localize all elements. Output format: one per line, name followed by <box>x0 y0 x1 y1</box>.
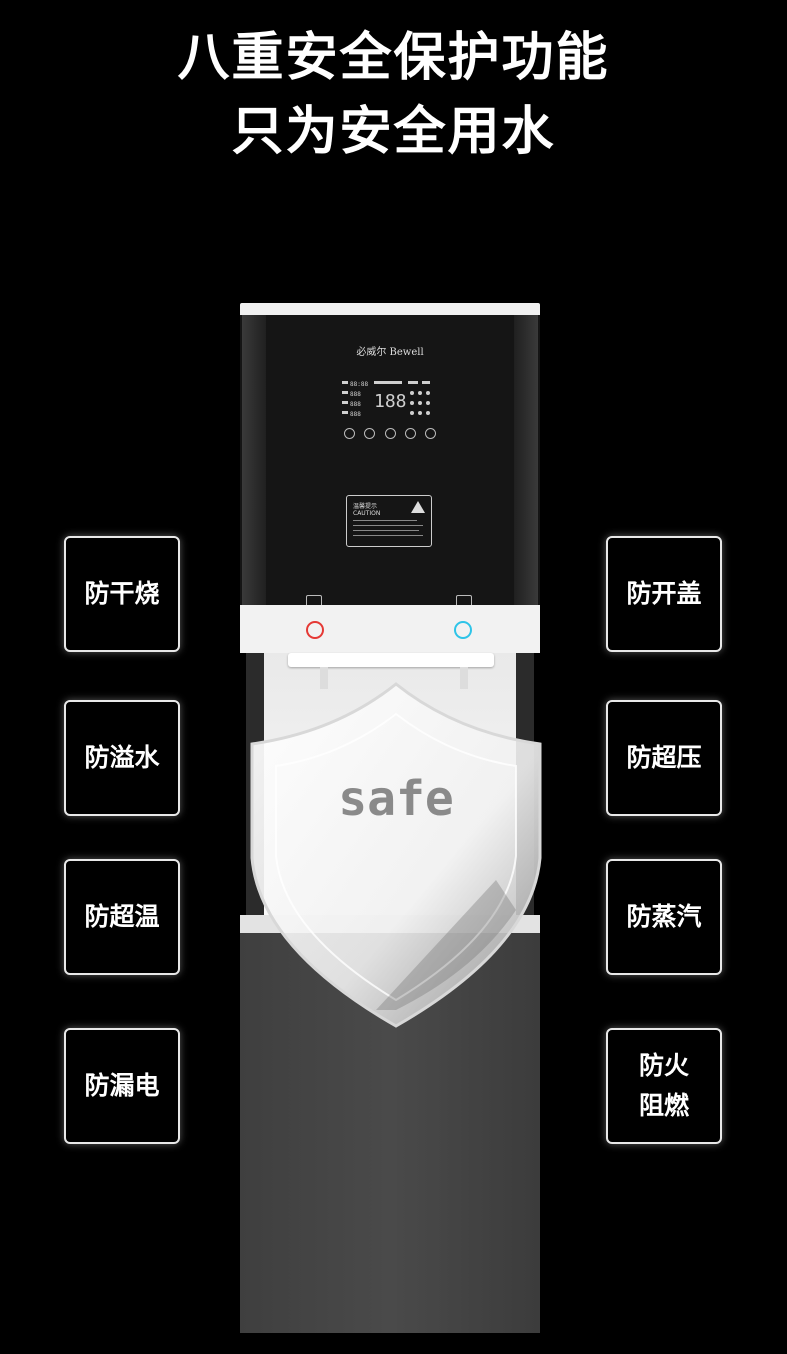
caution-title: 温馨提示 <box>353 503 378 510</box>
caution-label: 温馨提示 CAUTION <box>346 495 432 547</box>
feature-anti-overflow: 防溢水 <box>64 700 180 816</box>
touch-key-icon <box>344 428 355 439</box>
feature-anti-steam: 防蒸汽 <box>606 859 722 975</box>
feature-label: 防漏电 <box>84 1071 160 1100</box>
feature-label: 防开盖 <box>626 579 702 608</box>
caution-line <box>353 525 423 526</box>
dispenser-top-cap <box>240 303 540 315</box>
feature-anti-open-lid: 防开盖 <box>606 536 722 652</box>
caution-line <box>353 520 417 521</box>
lcd-display: 88:88 888 888 888 188 <box>342 381 430 418</box>
svg-text:888: 888 <box>350 401 361 408</box>
feature-anti-leakage: 防漏电 <box>64 1028 180 1144</box>
svg-text:888: 888 <box>350 411 361 418</box>
shield-icon: safe <box>250 682 542 1028</box>
touch-key-icon <box>364 428 376 439</box>
touch-key-icon <box>404 428 416 439</box>
caution-line <box>353 535 423 536</box>
headline-line-1: 八重安全保护功能 <box>177 28 610 88</box>
svg-text:188: 188 <box>374 391 407 412</box>
shield-text: safe <box>338 771 454 827</box>
feature-label: 防超温 <box>84 902 160 931</box>
svg-text:888: 888 <box>350 391 361 398</box>
panel-side-trim <box>242 315 266 605</box>
headline-line-2: 只为安全用水 <box>231 102 556 162</box>
faucet-icon <box>460 667 468 689</box>
touch-keys <box>344 428 436 439</box>
feature-label: 防蒸汽 <box>626 902 702 931</box>
warning-triangle-icon <box>411 501 425 513</box>
svg-text:88:88: 88:88 <box>350 381 368 388</box>
faucet-icon <box>320 667 328 689</box>
feature-anti-overpressure: 防超压 <box>606 700 722 816</box>
caution-line <box>353 530 419 531</box>
feature-label-line-1: 防火 <box>638 1051 689 1080</box>
feature-label: 防超压 <box>626 743 702 772</box>
touch-key-icon <box>384 428 396 439</box>
dispenser-control-panel: 必威尔 Bewell 88:88 888 888 888 188 <box>240 315 540 607</box>
feature-label: 防干烧 <box>84 579 160 608</box>
caution-sub: CAUTION <box>353 510 381 517</box>
dispenser-indicator-band <box>240 605 540 653</box>
cold-indicator-icon <box>454 621 472 639</box>
feature-fire-retardant: 防火 阻燃 <box>606 1028 722 1144</box>
hot-indicator-icon <box>306 621 324 639</box>
panel-side-trim <box>514 315 538 605</box>
brand-logo: 必威尔 Bewell <box>356 347 424 358</box>
feature-anti-dry-burn: 防干烧 <box>64 536 180 652</box>
feature-label-line-2: 阻燃 <box>638 1091 689 1120</box>
spout-bar <box>288 653 494 667</box>
touch-key-icon <box>425 428 436 439</box>
feature-label: 防溢水 <box>84 743 160 772</box>
feature-anti-overheat: 防超温 <box>64 859 180 975</box>
caution-text: 温馨提示 CAUTION <box>353 503 380 517</box>
